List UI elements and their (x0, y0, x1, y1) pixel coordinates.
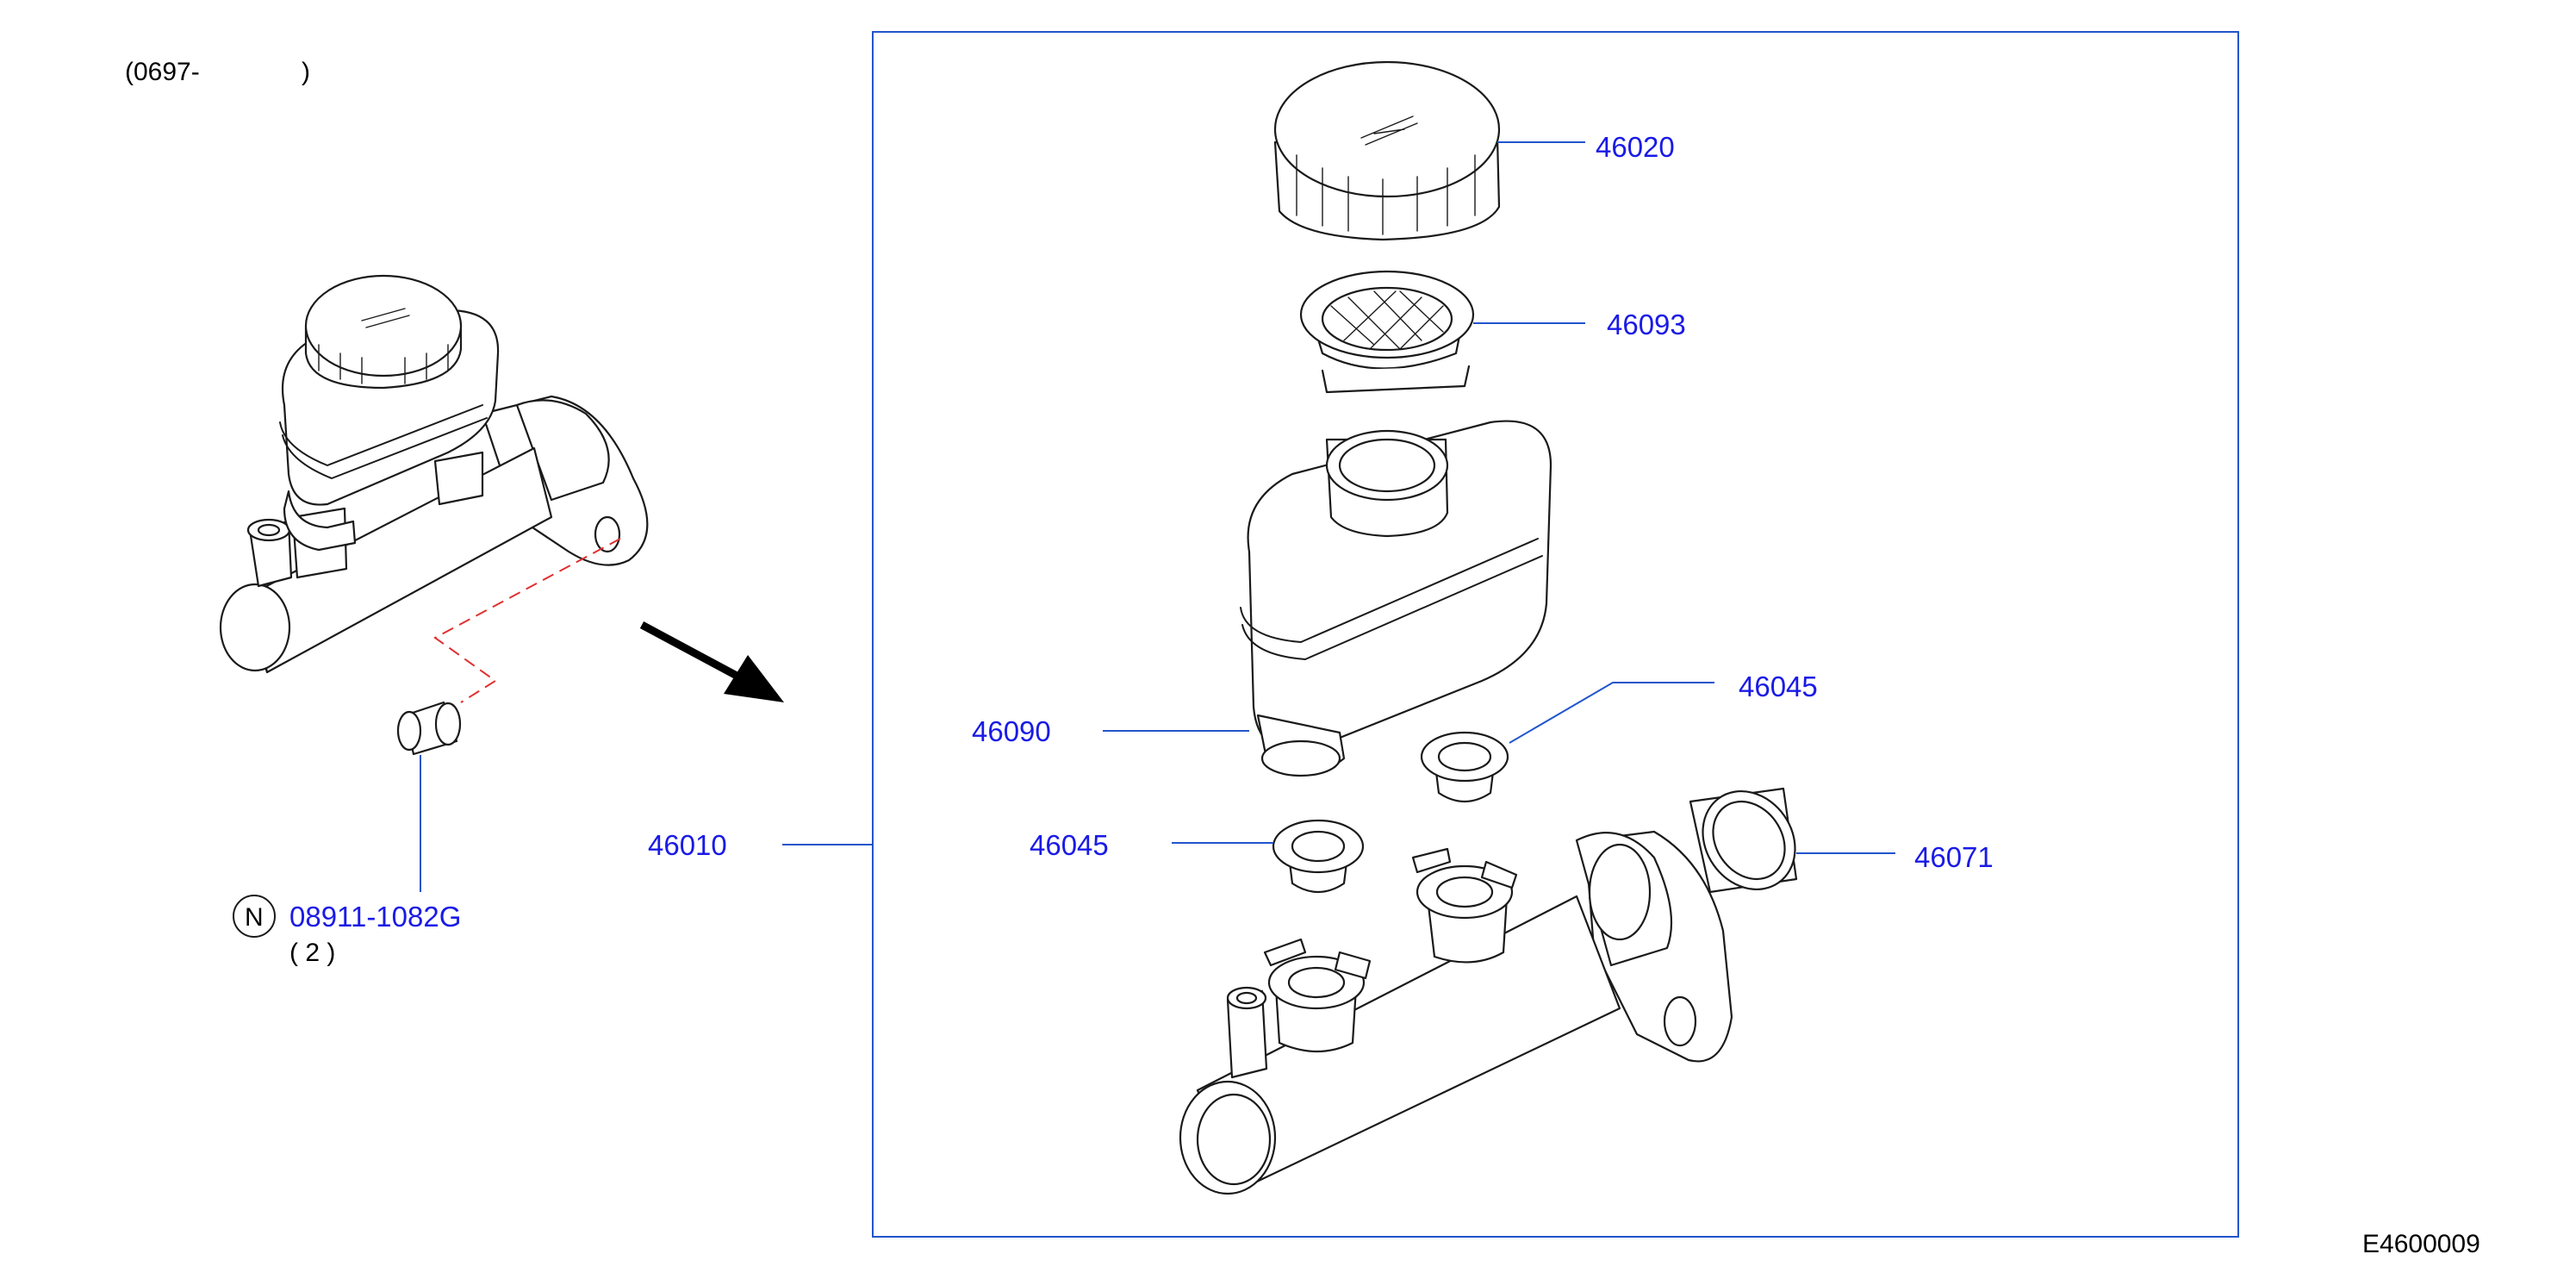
nut-badge: N (245, 903, 264, 932)
diagram-code: E4600009 (2362, 1230, 2480, 1258)
grommet-upper (1420, 731, 1509, 802)
callout-assembly[interactable]: 46010 (648, 829, 727, 861)
reservoir-tank (1240, 420, 1552, 777)
callout-seal[interactable]: 46071 (1914, 841, 1994, 873)
piston-seal-ring (1689, 787, 1798, 894)
assembled-master-cylinder (219, 274, 649, 674)
cylinder-body (1179, 830, 1733, 1195)
nut-quantity: ( 2 ) (289, 939, 335, 967)
callout-strainer[interactable]: 46093 (1607, 309, 1686, 340)
callout-grommet-upper[interactable]: 46045 (1739, 671, 1818, 702)
assembly-frame (872, 31, 2239, 1238)
callout-reservoir[interactable]: 46090 (972, 715, 1051, 747)
nut-badge-circle (233, 895, 276, 938)
reservoir-strainer (1299, 270, 1475, 394)
flange-nut (396, 701, 462, 756)
applicability-label: (0697- (125, 58, 200, 86)
grommet-lower (1272, 819, 1365, 893)
callout-grommet-lower[interactable]: 46045 (1030, 829, 1109, 861)
callout-cap[interactable]: 46020 (1596, 131, 1675, 163)
applicability-close: ) (302, 58, 310, 86)
exploded-view-arrow-icon (639, 621, 784, 702)
nut-part-number[interactable]: 08911-1082G (289, 901, 461, 933)
mounting-path-dashed (433, 538, 621, 703)
reservoir-cap (1273, 60, 1501, 241)
grommet-upper-leader (1509, 682, 1714, 744)
